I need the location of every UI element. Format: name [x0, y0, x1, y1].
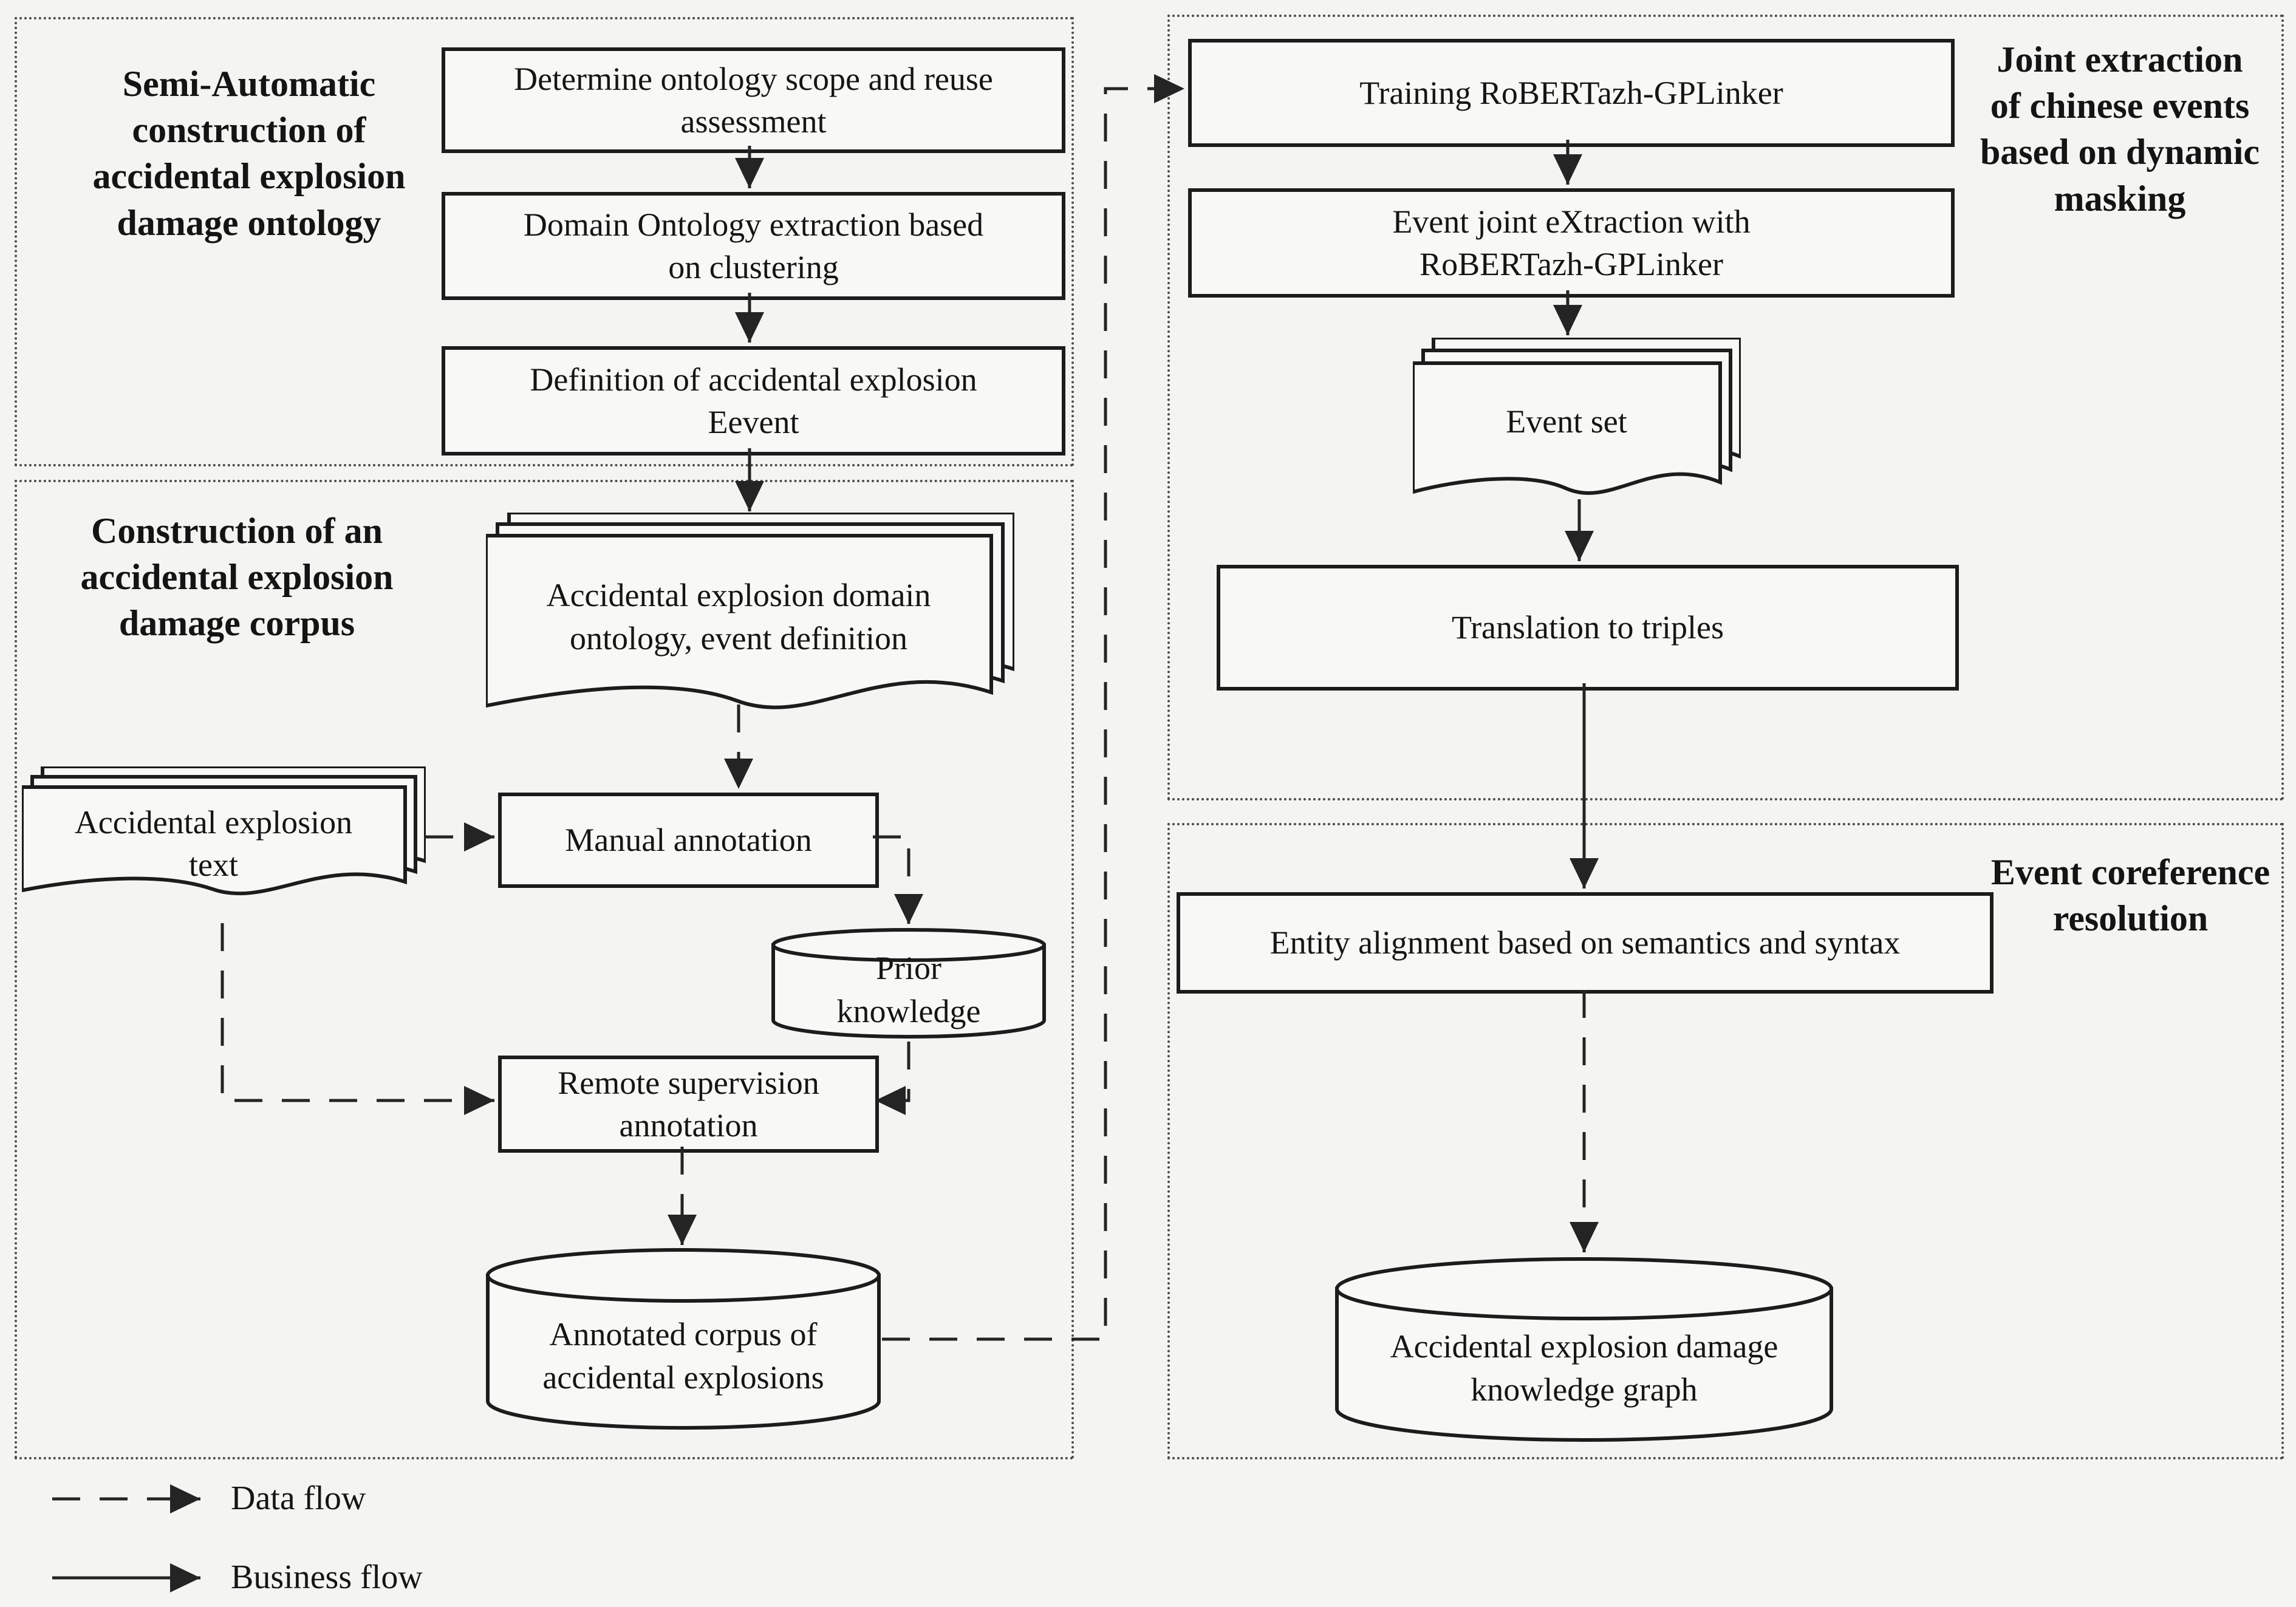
database-annotated-corpus: Annotated corpus of accidental explosion… [486, 1248, 881, 1430]
node-text-line: Event set [1506, 403, 1627, 440]
cylinder-shape [486, 1248, 881, 1430]
node-text-line: text [189, 847, 238, 883]
node-text-line: Event joint eXtraction with [1392, 203, 1751, 240]
node-text-line: knowledge graph [1471, 1371, 1698, 1408]
node-text-line: on clustering [668, 249, 839, 285]
node-text-line: Translation to triples [1451, 609, 1724, 646]
label-line: Construction of an [91, 511, 383, 551]
section-label-event-coreference: Event coreference resolution [1971, 849, 2290, 941]
node-text-line: Accidental explosion domain [546, 577, 931, 614]
document-stack-shape [1413, 338, 1741, 495]
label-line: damage ontology [117, 202, 381, 243]
node-text-line: Definition of accidental explosion [530, 361, 977, 398]
node-event-joint-extraction: Event joint eXtraction with RoBERTazh-GP… [1188, 188, 1955, 298]
database-knowledge-graph: Accidental explosion damage knowledge gr… [1335, 1257, 1833, 1442]
node-text-line: accidental explosions [542, 1359, 824, 1396]
legend-business-flow-label: Business flow [231, 1558, 423, 1597]
label-line: construction of [132, 110, 366, 151]
label-line: accidental explosion [92, 156, 406, 197]
node-text-line: Remote supervision [558, 1064, 819, 1101]
node-text-line: Accidental explosion [74, 803, 353, 841]
label-line: damage corpus [118, 603, 355, 644]
node-manual-annotation: Manual annotation [498, 793, 879, 888]
node-training-robertazh-gplinker: Training RoBERTazh-GPLinker [1188, 39, 1955, 147]
legend-data-flow-label: Data flow [231, 1479, 366, 1518]
node-remote-supervision-annotation: Remote supervision annotation [498, 1056, 879, 1153]
database-prior-knowledge: Prior knowledge [771, 928, 1046, 1040]
document-accidental-explosion-text: Accidental explosion text [22, 766, 426, 918]
label-line: resolution [2052, 898, 2209, 939]
node-determine-ontology-scope: Determine ontology scope and reuse asses… [442, 47, 1065, 153]
label-line: of chinese events [1990, 86, 2250, 126]
node-domain-ontology-extraction: Domain Ontology extraction based on clus… [442, 192, 1065, 300]
label-line: Joint extraction [1997, 39, 2243, 80]
section-label-corpus-construction: Construction of an accidental explosion … [52, 508, 422, 647]
node-text-line: assessment [680, 103, 827, 140]
document-ontology-event-definition: Accidental explosion domain ontology, ev… [486, 513, 1014, 722]
node-definition-event: Definition of accidental explosion Eeven… [442, 346, 1065, 455]
node-text-line: Prior [876, 950, 941, 987]
label-line: Event coreference [1990, 852, 2270, 892]
label-line: based on dynamic [1980, 132, 2260, 172]
node-text-line: knowledge [836, 992, 981, 1029]
label-line: Semi-Automatic [122, 64, 376, 104]
node-text-line: annotation [619, 1107, 758, 1144]
node-text-line: Entity alignment based on semantics and … [1269, 924, 1901, 961]
section-label-semi-automatic: Semi-Automatic construction of accidenta… [67, 61, 431, 246]
node-text-line: Determine ontology scope and reuse [514, 60, 993, 97]
node-text-line: ontology, event definition [570, 619, 907, 657]
node-text-line: Training RoBERTazh-GPLinker [1359, 74, 1783, 111]
node-text-line: Eevent [708, 404, 799, 440]
cylinder-shape [1335, 1257, 1833, 1442]
node-entity-alignment: Entity alignment based on semantics and … [1177, 892, 1994, 994]
document-stack-shape [22, 766, 426, 896]
label-line: accidental explosion [80, 557, 394, 598]
node-text-line: RoBERTazh-GPLinker [1420, 246, 1723, 282]
node-text-line: Manual annotation [565, 822, 812, 859]
document-event-set: Event set [1413, 338, 1741, 514]
node-translation-to-triples: Translation to triples [1217, 565, 1959, 691]
label-line: masking [2054, 178, 2186, 219]
node-text-line: Domain Ontology extraction based [523, 206, 984, 243]
node-text-line: Accidental explosion damage [1390, 1328, 1778, 1365]
section-label-joint-extraction: Joint extraction of chinese events based… [1959, 36, 2281, 222]
node-text-line: Annotated corpus of [549, 1316, 818, 1353]
